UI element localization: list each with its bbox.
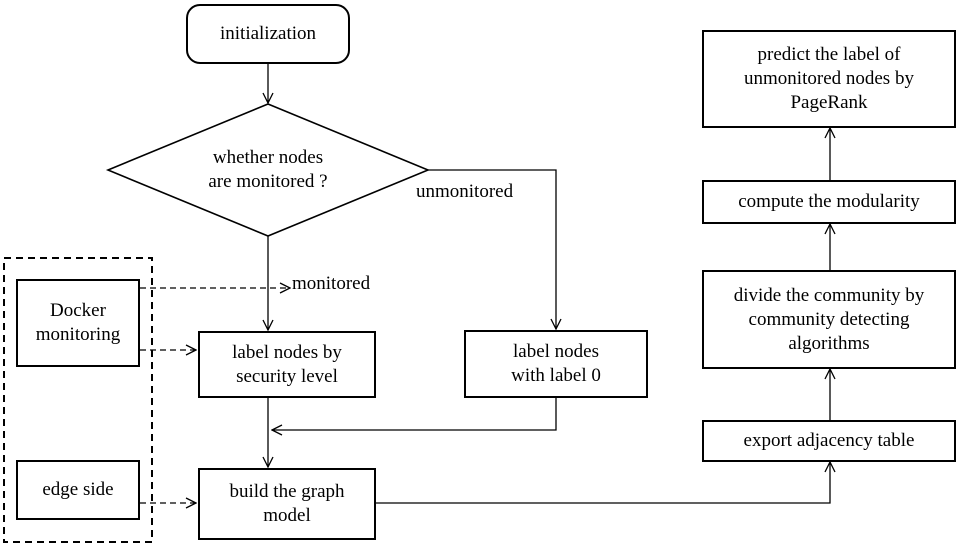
build-graph-node: build the graph model [198, 468, 376, 540]
edge-side-text: edge side [42, 479, 114, 500]
arrow-label0-to-build [272, 398, 557, 430]
external-sources-group [3, 257, 153, 543]
monitored-label: monitored [292, 273, 371, 294]
export-table-text: export adjacency table [743, 430, 915, 451]
export-table-node: export adjacency table [702, 420, 956, 462]
docker-monitoring-text: Docker monitoring [35, 300, 121, 345]
decision-text: whether nodes are monitored ? [208, 147, 328, 192]
label-zero-node: label nodes with label 0 [464, 330, 648, 398]
build-graph-text: build the graph model [229, 481, 345, 526]
docker-monitoring-node: Docker monitoring [16, 279, 140, 367]
decision-node: whether nodes are monitored ? [148, 140, 388, 200]
label-security-node: label nodes by security level [198, 331, 376, 398]
divide-community-text: divide the community by community detect… [733, 284, 925, 354]
compute-modularity-node: compute the modularity [702, 180, 956, 224]
edge-side-node: edge side [16, 460, 140, 520]
arrow-unmonitored [428, 169, 556, 329]
label-zero-text: label nodes with label 0 [511, 341, 601, 386]
unmonitored-label: unmonitored [416, 181, 514, 202]
predict-label-text: predict the label of unmonitored nodes b… [744, 44, 914, 113]
predict-label-node: predict the label of unmonitored nodes b… [702, 30, 956, 128]
arrow-build-to-export [376, 462, 830, 504]
initialization-node: initialization [186, 4, 350, 64]
divide-community-node: divide the community by community detect… [702, 270, 956, 369]
compute-modularity-text: compute the modularity [738, 191, 920, 212]
initialization-text: initialization [219, 23, 317, 44]
label-security-text: label nodes by security level [232, 341, 342, 387]
